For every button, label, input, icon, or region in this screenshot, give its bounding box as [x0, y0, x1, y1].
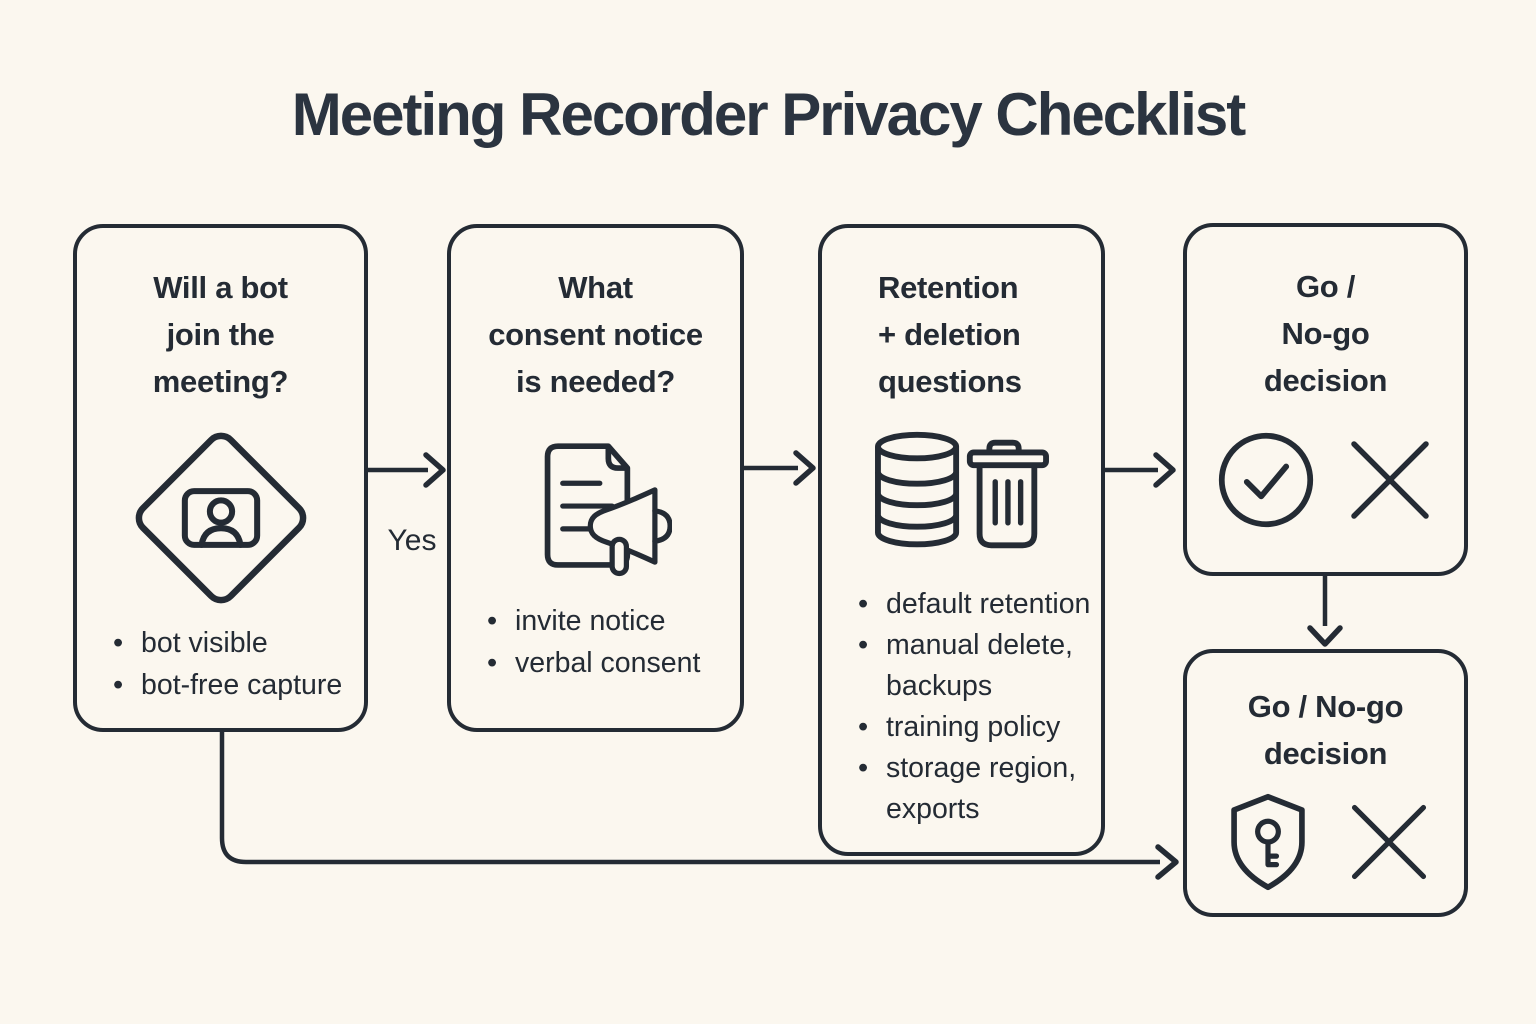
bullet-list: default retention manual delete, backups… [856, 584, 1124, 830]
box-title-line: meeting? [152, 364, 289, 399]
box-title: What consent notice is needed? [451, 264, 740, 405]
database-trash-icon [874, 431, 1049, 549]
shield-key-icon [1230, 793, 1305, 891]
box-title-line: decision [1263, 736, 1388, 771]
box-title-line: No-go [1281, 316, 1370, 351]
box-title-line: questions [878, 364, 1022, 399]
box-title-line: What [558, 270, 633, 305]
x-icon [1351, 804, 1426, 880]
box-title-line: join the [166, 317, 275, 352]
bullet-item: training policy [856, 707, 1124, 748]
box-title-line: Go / No-go [1247, 689, 1404, 724]
bullet-item: manual delete, backups [856, 625, 1124, 707]
yes-edge-label: Yes [387, 524, 437, 557]
box-title-line: consent notice [488, 317, 703, 352]
arrowhead-icon [423, 452, 446, 488]
box-title-line: Will a bot [153, 270, 288, 305]
box-consent-notice: What consent notice is needed? invite no… [447, 224, 744, 732]
bullet-item: verbal consent [485, 642, 700, 684]
box-go-no-go-top: Go / No-go decision [1183, 223, 1468, 576]
box-title-line: decision [1263, 363, 1388, 398]
check-circle-icon [1218, 432, 1313, 528]
bullet-item: bot visible [111, 622, 342, 664]
box-title: Will a bot join the meeting? [77, 264, 364, 405]
box-retention-deletion: Retention + deletion questions default r… [818, 224, 1105, 856]
box-title: Retention + deletion questions [822, 264, 1101, 405]
bullet-list: bot visible bot-free capture [111, 622, 342, 706]
x-icon [1350, 441, 1429, 519]
box-go-no-go-bottom: Go / No-go decision [1183, 649, 1468, 917]
arrowhead-icon [1155, 844, 1179, 880]
box-title: Go / No-go decision [1187, 263, 1464, 404]
arrowhead-icon [1307, 625, 1343, 647]
arrowhead-icon [793, 450, 816, 486]
bullet-item: storage region, exports [856, 748, 1124, 830]
box-title-line: is needed? [516, 364, 675, 399]
bullet-item: default retention [856, 584, 1124, 625]
bullet-list: invite notice verbal consent [485, 600, 700, 684]
bullet-item: invite notice [485, 600, 700, 642]
box-title-line: Retention [878, 270, 1019, 305]
bullet-item: bot-free capture [111, 664, 342, 706]
box-title-line: Go / [1295, 269, 1356, 304]
arrowhead-icon [1153, 452, 1176, 488]
arrow-bot-to-bottom-decision [219, 732, 1160, 865]
box-title-line: + deletion [878, 317, 1021, 352]
document-megaphone-icon [544, 443, 672, 577]
page-title: Meeting Recorder Privacy Checklist [291, 81, 1246, 148]
box-will-a-bot-join: Will a bot join the meeting? bot visible… [73, 224, 368, 732]
participant-diamond-icon [135, 432, 306, 604]
box-title: Go / No-go decision [1187, 683, 1464, 777]
